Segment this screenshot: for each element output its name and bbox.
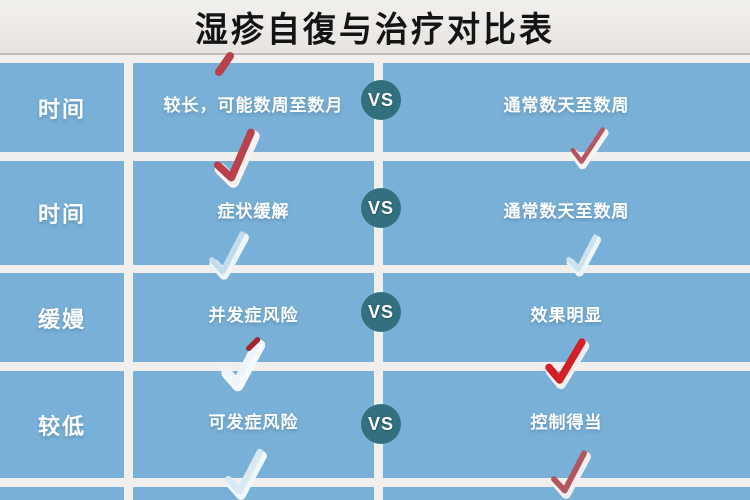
left-option-cell <box>133 487 374 500</box>
checkmark-icon <box>213 128 260 188</box>
checkmark-icon <box>570 127 609 170</box>
row-label: 较低 <box>0 371 124 478</box>
vs-badge: VS <box>361 80 401 120</box>
checkmark-icon <box>545 338 590 390</box>
vs-badge: VS <box>361 404 401 444</box>
checkmark-icon <box>221 337 266 392</box>
vs-badge: VS <box>361 292 401 332</box>
row-label: 时间 <box>0 63 124 152</box>
header-bar: 湿疹自復与治疗对比表 <box>0 0 750 55</box>
row-label: 时间 <box>0 161 124 265</box>
right-option-cell: 控制得当 <box>383 371 750 478</box>
checkmark-icon <box>209 231 249 280</box>
checkmark-icon <box>224 448 267 500</box>
row-label <box>0 487 124 500</box>
checkmark-icon <box>551 450 591 499</box>
right-option-cell: 通常数天至数周 <box>383 63 750 152</box>
right-option-cell: 效果明显 <box>383 273 750 362</box>
left-option-cell: 症状缓解 <box>133 161 374 265</box>
page-title: 湿疹自復与治疗对比表 <box>195 9 555 49</box>
checkmark-icon <box>215 52 234 76</box>
right-option-cell: 通常数天至数周 <box>383 161 750 265</box>
vs-badge: VS <box>361 188 401 228</box>
checkmark-icon <box>566 234 602 277</box>
row-label: 缓嫚 <box>0 273 124 362</box>
